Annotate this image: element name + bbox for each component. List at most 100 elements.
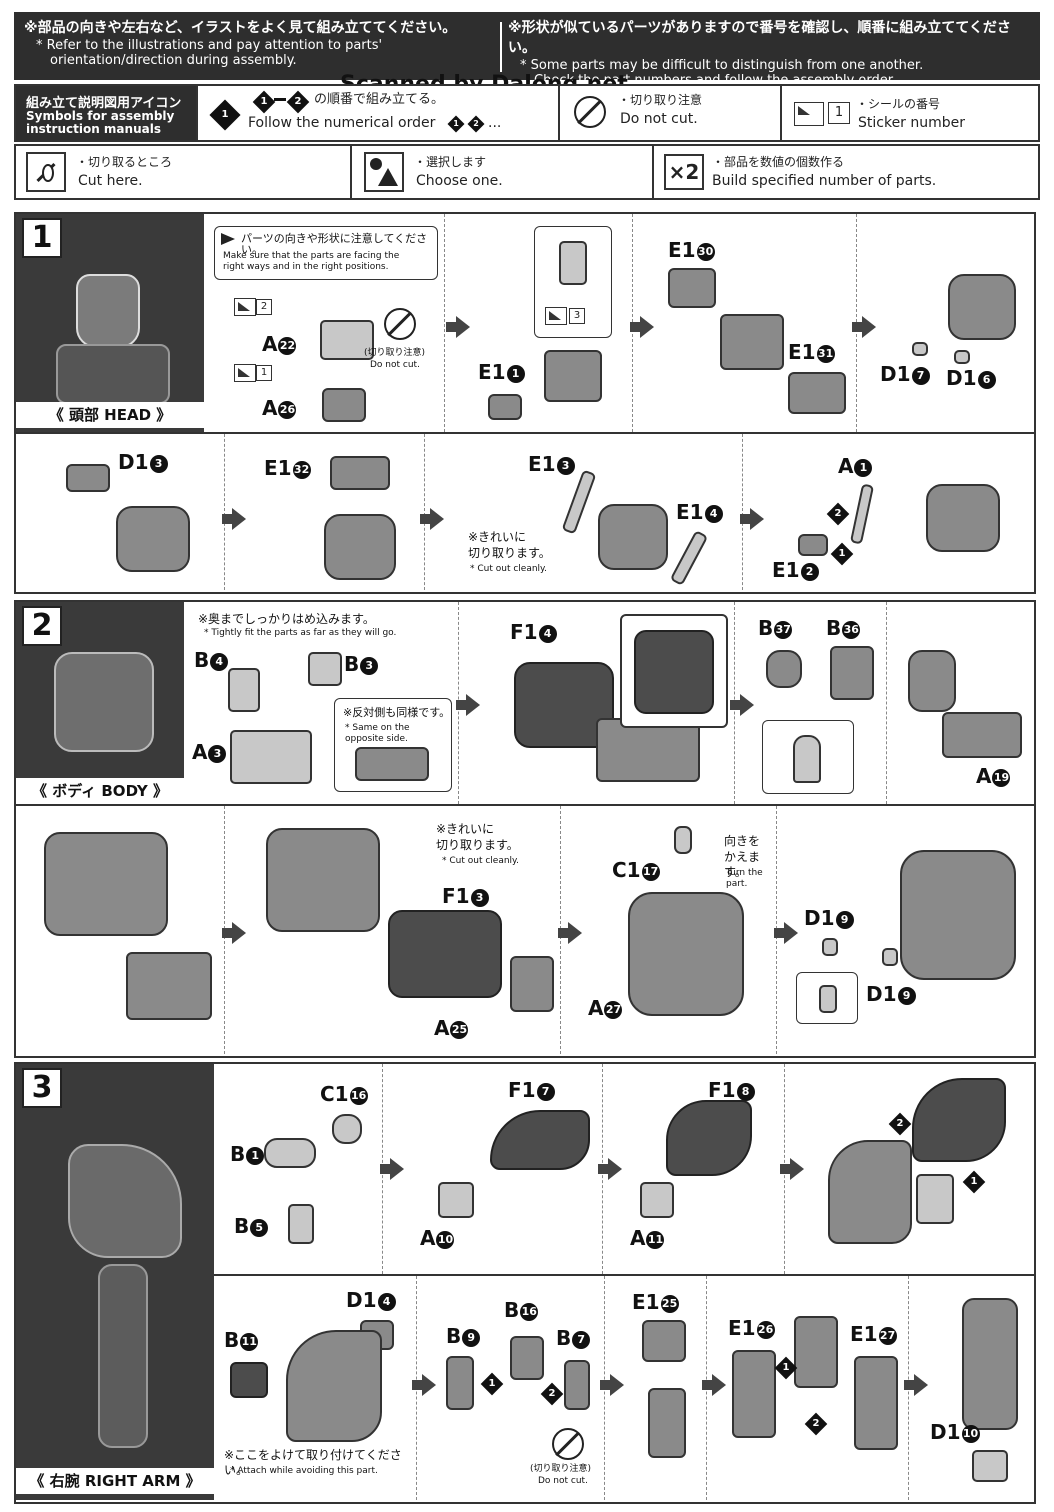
arm-lower-illustration — [98, 1264, 148, 1448]
opposite-note-jp: ※反対側も同様です。 — [343, 706, 451, 719]
cut-note-jp-1: ※きれいに — [436, 822, 495, 836]
order-jp: の順番で組み立てる。 — [314, 92, 445, 107]
part-shape — [438, 1182, 474, 1218]
avoid-note-jp: ※ここをよけて取り付けてください。 — [224, 1448, 402, 1477]
part-shape — [230, 730, 312, 784]
part-shape — [596, 718, 700, 782]
order-en-tail: ... — [488, 115, 502, 131]
part-shape — [559, 241, 587, 285]
part-shape — [44, 832, 168, 936]
part-shape — [488, 394, 522, 420]
cut-note-jp-2: 切り取ります。 — [468, 546, 551, 560]
cut-note-jp-1: ※きれいに — [468, 530, 527, 544]
sticker-icon — [234, 364, 256, 382]
part-shape — [948, 274, 1016, 340]
part-shape — [230, 1362, 268, 1398]
part-shape — [798, 534, 828, 556]
order-badge-2: 2 — [286, 90, 310, 114]
part-shape — [916, 1174, 954, 1224]
part-shape — [648, 1388, 686, 1458]
step-1-sub-1: パーツの向きや形状に注意してください。 Make sure that the p… — [204, 214, 445, 432]
notice-left-en-1: * Refer to the illustrations and pay att… — [36, 38, 383, 53]
detail-callout — [796, 972, 858, 1024]
order-badge-2: 2 — [804, 1412, 828, 1436]
orientation-note-en-2: right ways and in the right positions. — [223, 262, 389, 272]
sticker-icon — [794, 102, 824, 126]
part-shape — [490, 1110, 590, 1170]
part-shape — [66, 464, 110, 492]
step-arrow-icon — [600, 1374, 624, 1396]
part-shape — [900, 850, 1016, 980]
part-shape — [388, 910, 502, 998]
symbols-title-en-1: Symbols for assembly — [26, 109, 175, 123]
step-arrow-icon — [456, 694, 480, 716]
order-badge-1: 1 — [774, 1356, 798, 1380]
step-arrow-icon — [222, 508, 246, 530]
step-arrow-icon — [380, 1158, 404, 1180]
step-arrow-icon — [740, 508, 764, 530]
part-shape — [912, 1078, 1006, 1162]
nocut-jp: (切り取り注意) — [530, 1464, 592, 1474]
opposite-side-callout: ※反対側も同様です。 * Same on the opposite side. — [334, 698, 452, 792]
notice-left: ※部品の向きや左右など、イラストをよく見て組み立ててください。 * Refer … — [24, 12, 494, 80]
part-shape — [564, 1360, 590, 1410]
order-badge-en-2: 2 — [467, 115, 485, 133]
part-shape — [322, 388, 366, 422]
part-shape — [446, 1356, 474, 1410]
cut-jp: ・切り取るところ — [76, 155, 173, 169]
part-shape — [666, 1100, 752, 1176]
part-shape — [972, 1450, 1008, 1482]
part-shape — [942, 712, 1022, 758]
order-badge-2: 2 — [540, 1382, 564, 1406]
order-badge-1: 1 — [830, 542, 854, 566]
part-shape — [830, 646, 874, 700]
step-1-number: 1 — [22, 218, 62, 258]
part-shape — [510, 1336, 544, 1380]
part-shape — [510, 956, 554, 1012]
order-icon: 1 — [209, 99, 241, 131]
detail-callout — [620, 614, 728, 728]
step-arrow-icon — [598, 1158, 622, 1180]
nocut-en: Do not cut. — [620, 111, 698, 127]
part-shape — [544, 350, 602, 402]
step-3-number: 3 — [22, 1068, 62, 1108]
notice-left-en-2: orientation/direction during assembly. — [50, 53, 297, 68]
step-2-number: 2 — [22, 606, 62, 646]
order-badge-1: 1 — [252, 90, 276, 114]
opposite-note-en: * Same on the opposite side. — [345, 723, 410, 744]
multi-jp: ・部品を数値の個数作る — [712, 155, 845, 169]
part-shape — [954, 350, 970, 364]
symbol-cut: ・切り取るところ Cut here. — [16, 146, 352, 198]
part-shape — [634, 630, 714, 714]
step-arrow-icon — [702, 1374, 726, 1396]
part-shape — [355, 747, 429, 781]
step-2-row-separator — [16, 804, 1034, 806]
order-badge-1: 1 — [480, 1372, 504, 1396]
